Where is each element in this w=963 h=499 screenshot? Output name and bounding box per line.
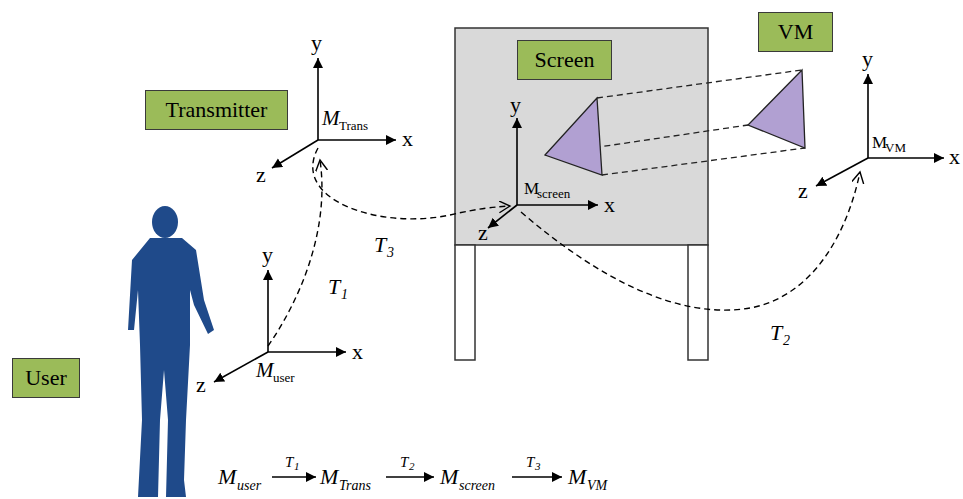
math-label: T [328,276,340,298]
label-box: VM [758,12,833,52]
transform-arrows [268,148,860,346]
axis-label: x [402,128,413,150]
axis-label: z [256,164,266,186]
math-label: screen [537,187,570,200]
axis-label: y [862,48,873,70]
math-label: Trans [339,119,368,132]
box-text: Transmitter [166,99,268,121]
axis-label: z [478,222,488,244]
screen-board [455,28,708,245]
math-label: T [526,455,534,470]
user-figure [128,206,214,497]
math-label: screen [459,479,495,493]
formula-arrows [272,476,562,477]
math-label: 1 [294,461,300,472]
coordinate-frames [214,58,944,382]
math-label: M [568,466,586,488]
axis-label: z [798,180,808,202]
math-label: M [256,360,274,381]
axis-label: y [510,94,521,116]
math-label: VM [885,141,906,154]
math-label: 1 [341,288,348,302]
math-label: M [872,134,887,151]
label-box: User [12,358,80,398]
math-label: M [320,466,338,488]
math-label: T [400,455,408,470]
screen-leg [455,245,475,360]
label-box: Transmitter [145,90,288,130]
math-label: 3 [535,461,541,472]
label-box: Screen [517,40,612,80]
math-label: Trans [339,479,371,493]
axis-label: y [311,32,322,54]
axis-label: x [604,194,615,216]
math-label: M [524,180,539,197]
projection [545,70,805,175]
math-label: T [374,234,386,256]
box-text: VM [778,21,813,43]
screen-leg [688,245,708,360]
math-label: 2 [783,334,790,348]
math-label: 3 [387,246,394,260]
box-text: User [25,367,67,389]
math-label: M [218,466,236,488]
math-label: T [770,322,782,344]
math-label: 2 [409,461,415,472]
math-label: user [273,371,295,384]
axis-label: x [352,341,363,363]
axis-label: y [262,244,273,266]
axis-label: z [196,374,206,396]
math-label: M [322,108,340,129]
math-label: user [237,479,261,493]
axis-label: x [949,146,960,168]
math-label: VM [587,479,607,493]
box-text: Screen [535,49,595,71]
math-label: T [285,455,293,470]
math-label: M [440,466,458,488]
